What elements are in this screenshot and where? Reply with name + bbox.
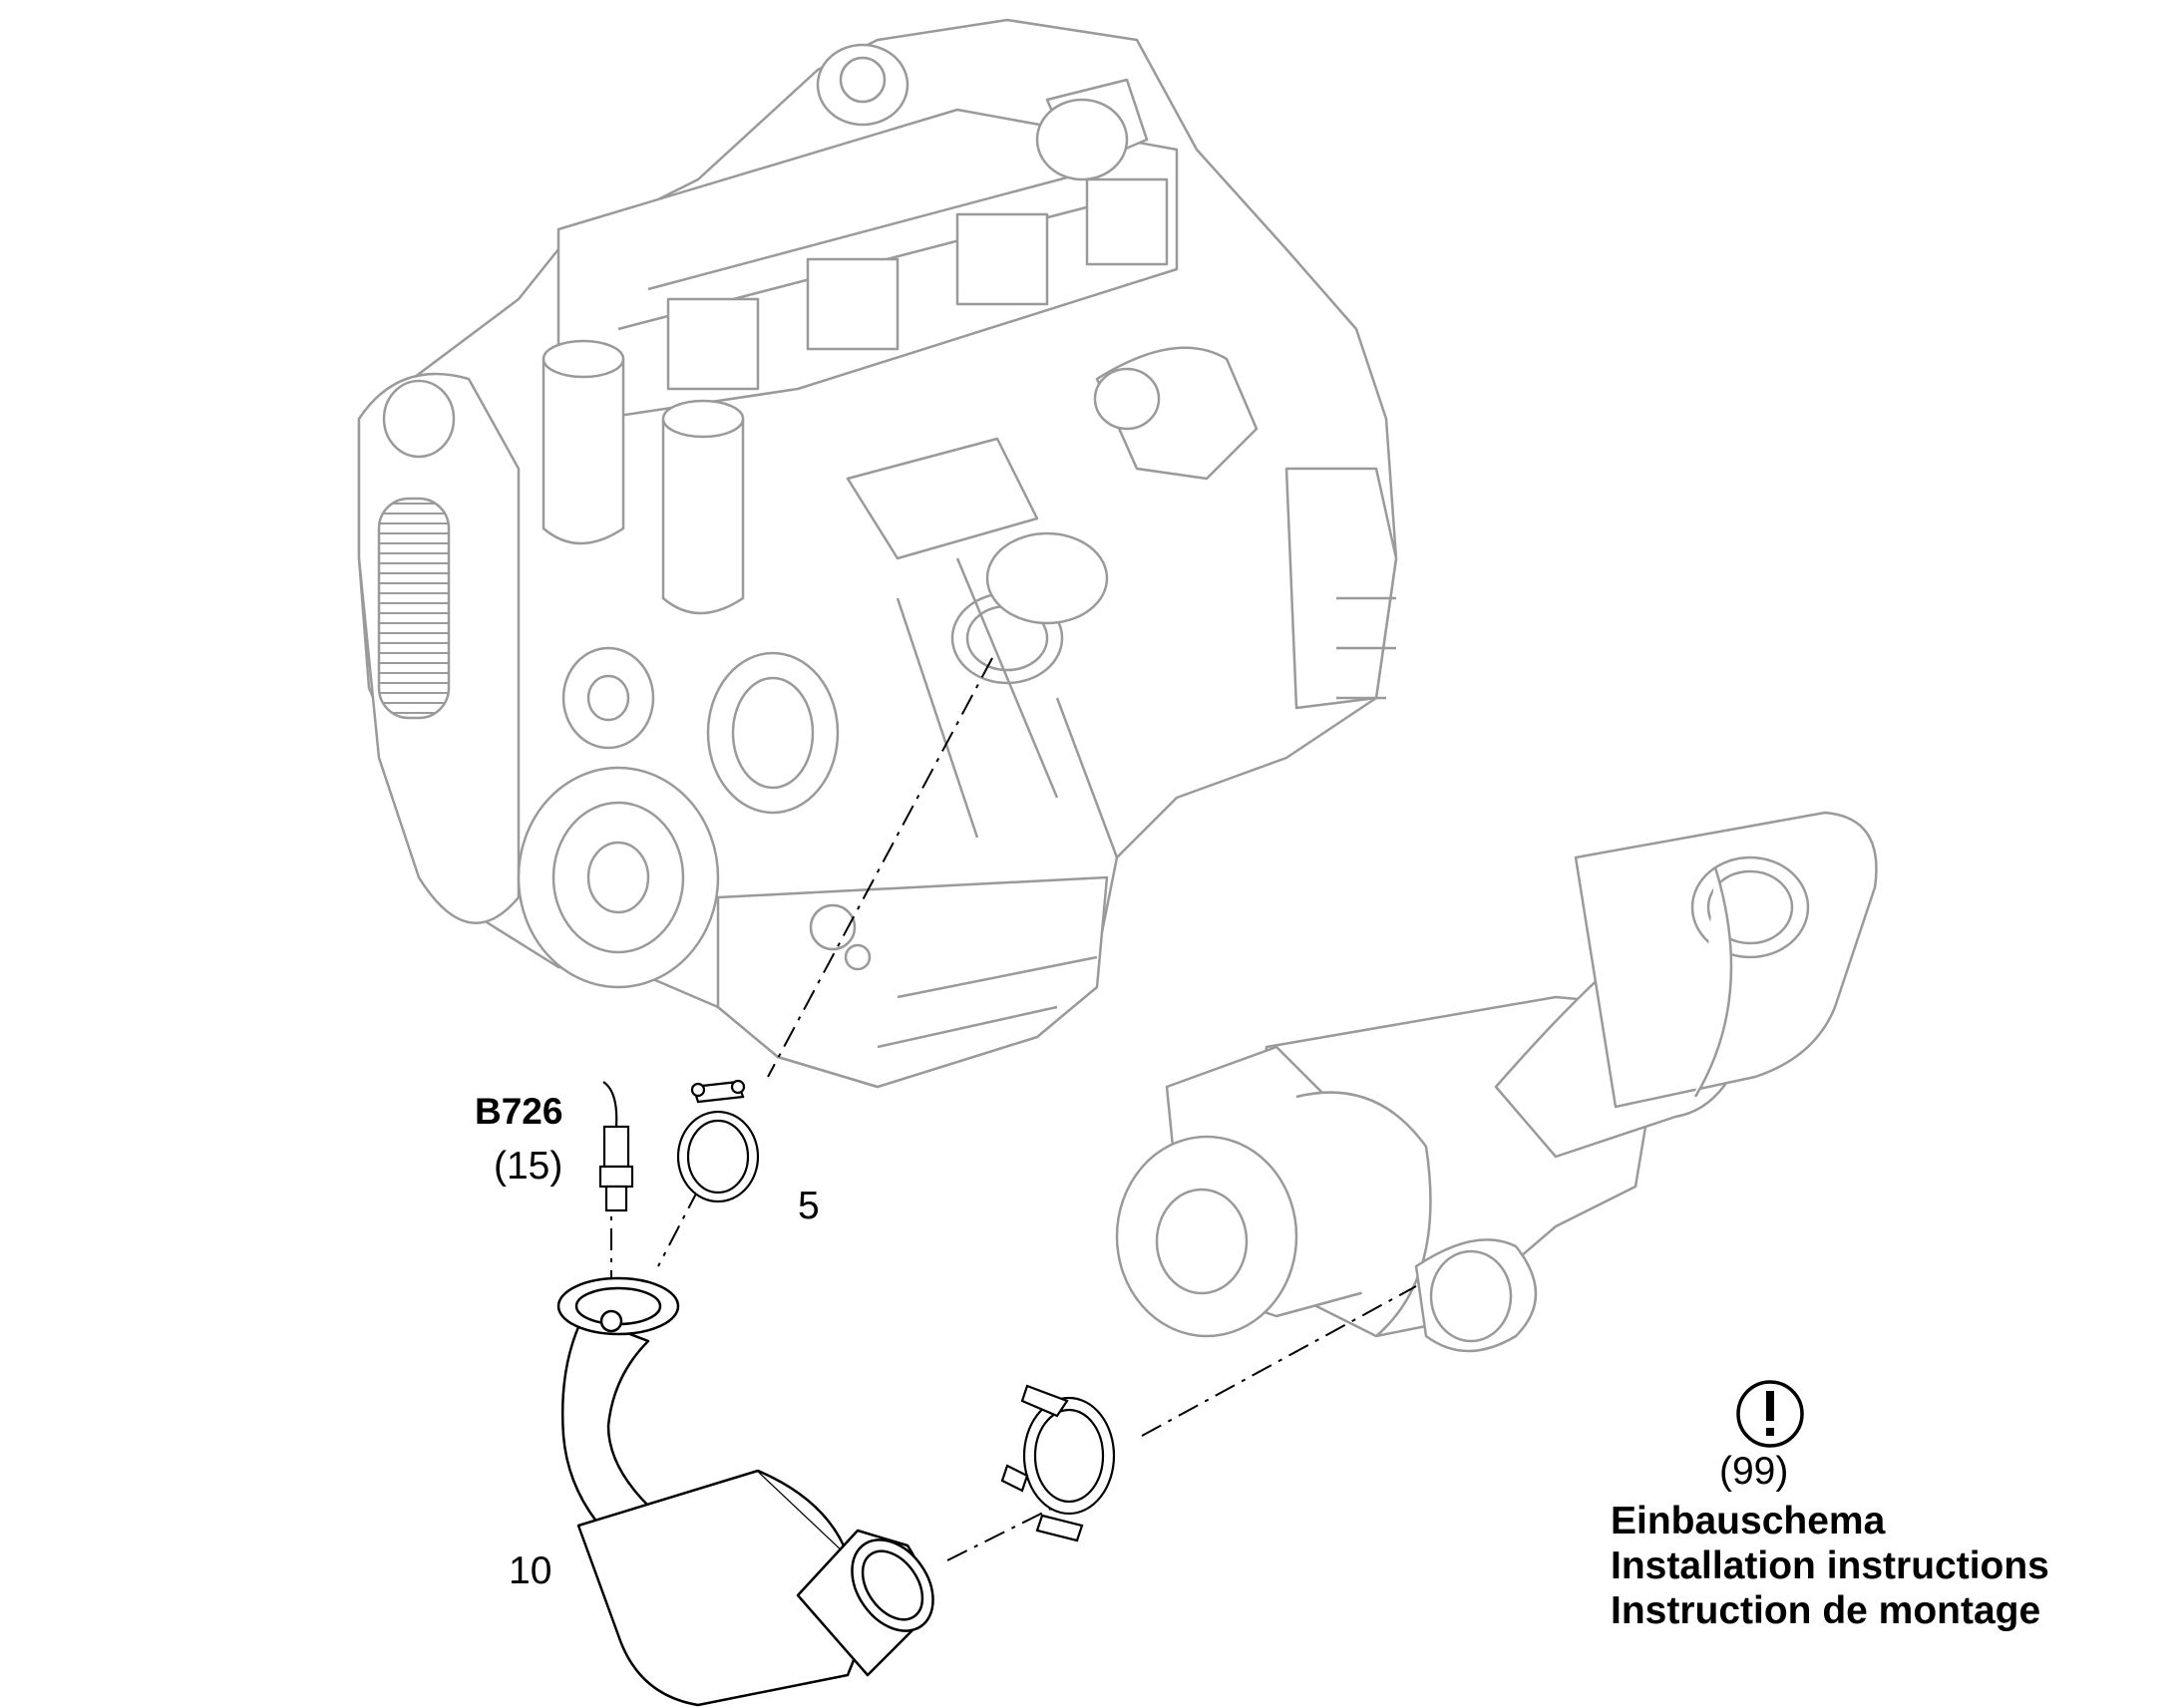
- sensor-ref-label: (15): [494, 1145, 563, 1188]
- note-line-en: Installation instructions: [1611, 1544, 2049, 1587]
- sensor-code-label: B726: [475, 1091, 563, 1132]
- pipe-callout: 10: [509, 1549, 552, 1592]
- exclamation-circle-icon: [1736, 1380, 1804, 1448]
- muffler-illustration: [1115, 811, 1878, 1353]
- lambda-sensor: [598, 1081, 634, 1212]
- exhaust-pipe: [556, 1276, 934, 1707]
- note-ref: (99): [1719, 1450, 1789, 1493]
- clamp-callout: 5: [798, 1185, 820, 1227]
- note-line-de: Einbauschema: [1611, 1500, 1886, 1542]
- engine-illustration: [357, 18, 1398, 1089]
- v-clamp-lower: [1000, 1384, 1116, 1542]
- note-line-fr: Instruction de montage: [1611, 1589, 2041, 1632]
- v-clamp-upper: [676, 1079, 760, 1203]
